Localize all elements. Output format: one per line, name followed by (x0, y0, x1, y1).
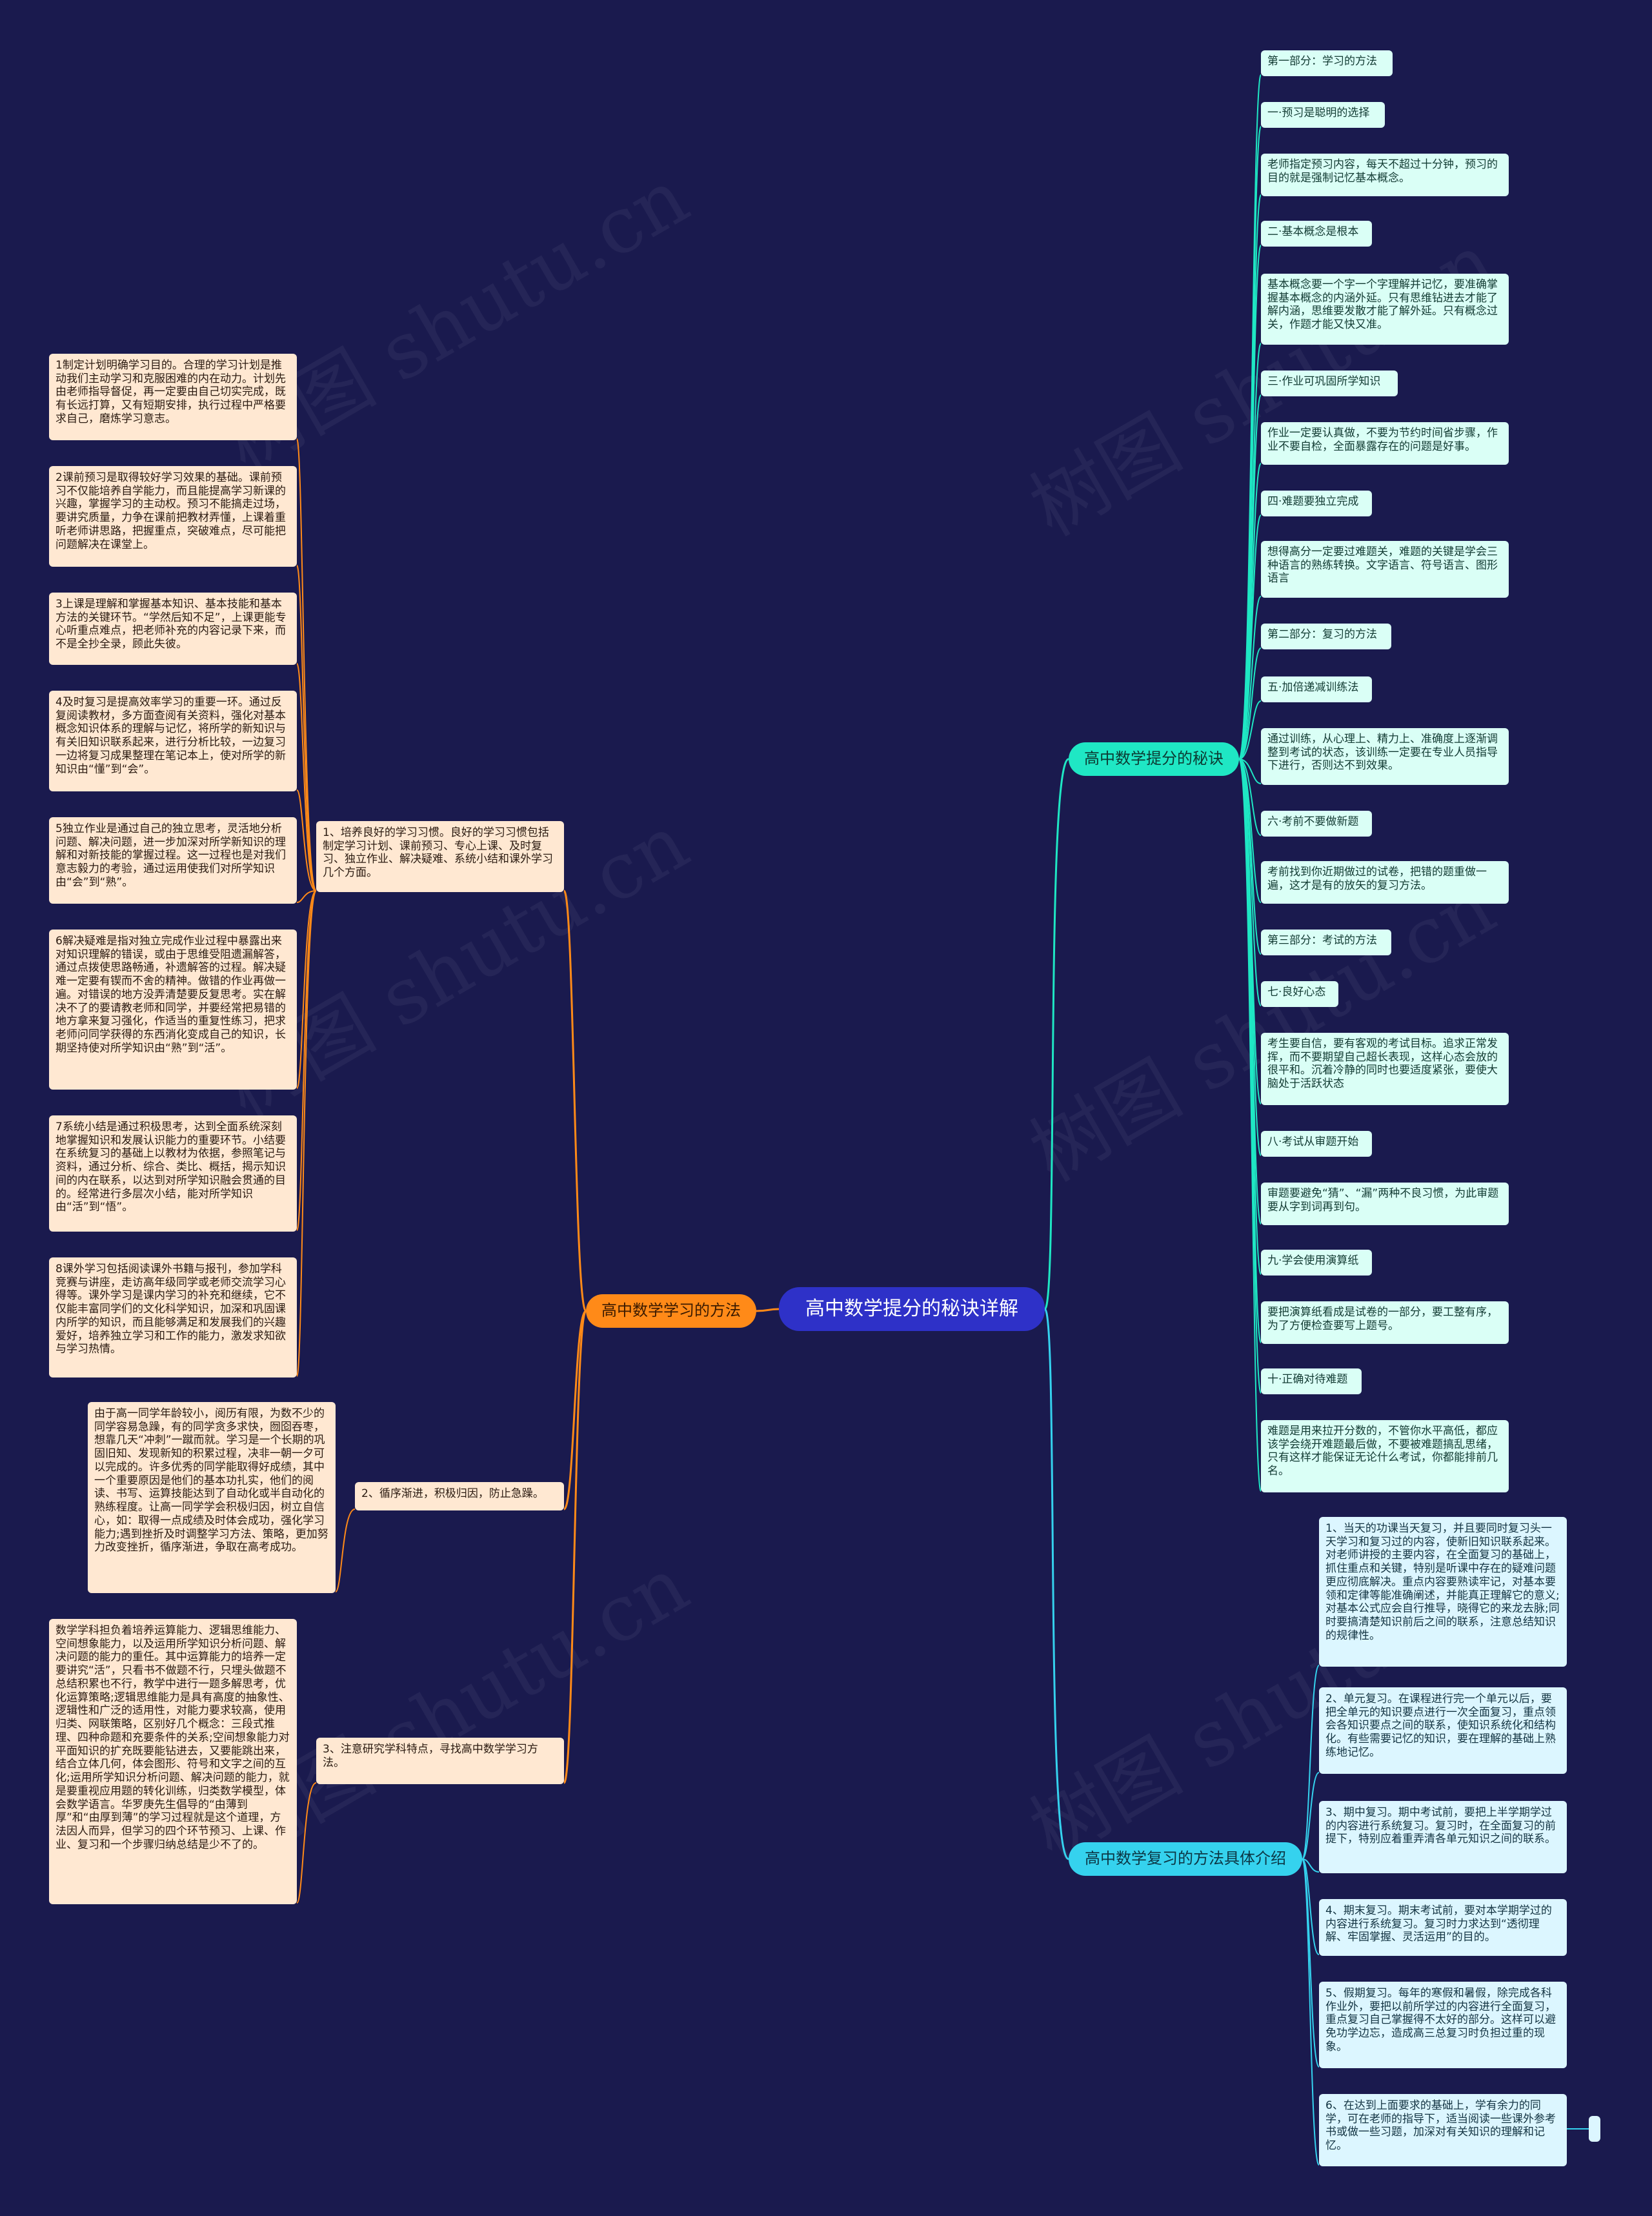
method-habit-3[interactable]: 3上课是理解和掌握基本知识、基本技能和基本方法的关键环节。“学然后知不足”，上课… (49, 593, 297, 665)
connector (296, 789, 317, 891)
method-habit-1[interactable]: 1制定计划明确学习目的。合理的学习计划是推动我们主动学习和克服困难的内在动力。计… (49, 354, 297, 440)
review-item-6[interactable]: 6、在达到上面要求的基础上，学有余力的同学，可在老师的指导下，适当阅读一些课外参… (1319, 2094, 1567, 2166)
secret-item-17[interactable]: 八·考试从审题开始 (1261, 1131, 1372, 1157)
review-item-5[interactable]: 5、假期复习。每年的寒假和暑假，除完成各科作业外，要把以前所学过的内容进行全面复… (1319, 1982, 1567, 2068)
secret-item-7[interactable]: 四·难题要独立完成 (1261, 491, 1372, 516)
secret-item-18[interactable]: 审题要避免“猜”、“漏”两种不良习惯，为此审题要从字到词再到句。 (1261, 1183, 1509, 1225)
secret-item-4[interactable]: 基本概念要一个字一个字理解并记忆，要准确掌握基本概念的内涵外延。只有思维钻进去才… (1261, 274, 1509, 345)
connector (296, 890, 317, 1377)
connector (1238, 596, 1262, 760)
connector (1302, 1665, 1320, 1860)
method-habit-8[interactable]: 8课外学习包括阅读课外书籍与报刊，参加学科竞赛与讲座，走访高年级同学或老师交流学… (49, 1257, 297, 1377)
collapse-handle[interactable] (1589, 2116, 1600, 2142)
root-label: 高中数学提分的秘诀详解 (805, 1297, 1018, 1320)
connector (335, 1509, 356, 1592)
method-sub1[interactable]: 1、培养良好的学习习惯。良好的学习习惯包括制定学习计划、课前预习、专心上课、及时… (316, 821, 564, 892)
connector (1238, 758, 1262, 1492)
secret-item-11[interactable]: 通过训练，从心理上、精力上、准确度上逐渐调整到考试的状态，该训练一定要在专业人员… (1261, 728, 1509, 785)
secret-item-14[interactable]: 第三部分：考试的方法 (1261, 930, 1391, 955)
connector (1238, 758, 1262, 784)
review-item-3[interactable]: 3、期中复习。期中考试前，要把上半学期学过的内容进行系统复习。复习时，在全面复习… (1319, 1801, 1567, 1873)
secret-item-5[interactable]: 三·作业可巩固所学知识 (1261, 371, 1398, 396)
secret-item-6[interactable]: 作业一定要认真做，不要为节约时间省步骤，作业不要自检，全面暴露存在的问题是好事。 (1261, 422, 1509, 465)
branch-label: 高中数学学习的方法 (601, 1301, 741, 1320)
branch-review-methods[interactable]: 高中数学复习的方法具体介绍 (1069, 1842, 1302, 1876)
secret-item-2[interactable]: 老师指定预习内容，每天不超过十分钟，预习的目的就是强制记忆基本概念。 (1261, 154, 1509, 196)
method-gradual-detail[interactable]: 由于高一同学年龄较小，阅历有限，为数不少的同学容易急躁，有的同学贪多求快，囫囵吞… (88, 1402, 336, 1593)
branch-study-method[interactable]: 高中数学学习的方法 (586, 1294, 756, 1328)
branch-score-secrets[interactable]: 高中数学提分的秘诀 (1069, 742, 1239, 776)
connector (563, 889, 587, 1312)
secret-item-8[interactable]: 想得高分一定要过难题关，难题的关键是学会三种语言的熟练转换。文字语言、符号语言、… (1261, 541, 1509, 598)
connector (1302, 1858, 1320, 2166)
method-habit-4[interactable]: 4及时复习是提高效率学习的重要一环。通过反复阅读教材，多方面查阅有关资料，强化对… (49, 691, 297, 791)
secret-item-19[interactable]: 九·学会使用演算纸 (1261, 1250, 1372, 1276)
connector (1238, 758, 1262, 836)
connector (563, 1310, 587, 1784)
connector (296, 663, 317, 891)
connector (563, 1310, 587, 1510)
connector (296, 438, 317, 891)
method-habit-2[interactable]: 2课前预习是取得较好学习效果的基础。课前预习不仅能培养自学能力，而且能提高学习新… (49, 466, 297, 567)
connector (1238, 700, 1262, 760)
secret-item-12[interactable]: 六·考前不要做新题 (1261, 811, 1372, 837)
secret-item-20[interactable]: 要把演算纸看成是试卷的一部分，要工整有序，为了方便检查要写上题号。 (1261, 1301, 1509, 1344)
method-sub3[interactable]: 3、注意研究学科特点，寻找高中数学学习方法。 (316, 1738, 564, 1784)
connector (1043, 1308, 1070, 1860)
secret-item-22[interactable]: 难题是用来拉开分数的，不管你水平高低，都应该学会绕开难题最后做，不要被难题搞乱思… (1261, 1420, 1509, 1492)
review-item-2[interactable]: 2、单元复习。在课程进行完一个单元以后，要把全单元的知识要点进行一次全面复习，重… (1319, 1687, 1567, 1774)
branch-label: 高中数学复习的方法具体介绍 (1085, 1849, 1286, 1868)
secret-item-15[interactable]: 七·良好心态 (1261, 981, 1338, 1007)
review-item-4[interactable]: 4、期末复习。期末考试前，要对本学期学过的内容进行系统复习。复习时力求达到“透彻… (1319, 1899, 1567, 1956)
method-subject-detail[interactable]: 数学学科担负着培养运算能力、逻辑思维能力、空间想象能力，以及运用所学知识分析问题… (49, 1619, 297, 1904)
connector (296, 890, 317, 1231)
connector (296, 1782, 317, 1904)
review-item-1[interactable]: 1、当天的功课当天复习，并且要同时复习头一天学习和复习过的内容，使新旧知识联系起… (1319, 1517, 1567, 1667)
secret-item-0[interactable]: 第一部分：学习的方法 (1261, 50, 1393, 76)
connector (296, 565, 317, 891)
secret-item-1[interactable]: 一·预习是聪明的选择 (1261, 102, 1385, 128)
root-topic[interactable]: 高中数学提分的秘诀详解 (779, 1287, 1045, 1331)
connector (1302, 1858, 1320, 1873)
connector (1302, 1858, 1320, 1955)
secret-item-3[interactable]: 二·基本概念是根本 (1261, 221, 1372, 247)
connector (756, 1308, 780, 1312)
method-habit-7[interactable]: 7系统小结是通过积极思考，达到全面系统深刻地掌握知识和发展认识能力的重要环节。小… (49, 1115, 297, 1232)
connector (1043, 758, 1070, 1310)
method-sub2[interactable]: 2、循序渐进，积极归因，防止急躁。 (355, 1482, 564, 1510)
branch-label: 高中数学提分的秘诀 (1084, 749, 1224, 768)
secret-item-21[interactable]: 十·正确对待难题 (1261, 1368, 1362, 1394)
method-habit-5[interactable]: 5独立作业是通过自己的独立思考，灵活地分析问题、解决问题，进一步加深对所学新知识… (49, 817, 297, 904)
secret-item-9[interactable]: 第二部分：复习的方法 (1261, 624, 1391, 649)
connector (1238, 647, 1262, 760)
secret-item-16[interactable]: 考生要自信，要有客观的考试目标。追求正常发挥，而不要期望自己超长表现，这样心态会… (1261, 1033, 1509, 1105)
connector (296, 890, 317, 1089)
secret-item-13[interactable]: 考前找到你近期做过的试卷，把错的题重做一遍，这才是有的放矢的复习方法。 (1261, 861, 1509, 904)
connector (296, 890, 317, 903)
connector (1238, 758, 1262, 1006)
connector (1302, 1772, 1320, 1860)
method-habit-6[interactable]: 6解决疑难是指对独立完成作业过程中暴露出来对知识理解的错误，或由于思维受阻遗漏解… (49, 930, 297, 1090)
secret-item-10[interactable]: 五·加倍递减训练法 (1261, 676, 1372, 702)
connector (1238, 758, 1262, 903)
connector (1238, 514, 1262, 760)
